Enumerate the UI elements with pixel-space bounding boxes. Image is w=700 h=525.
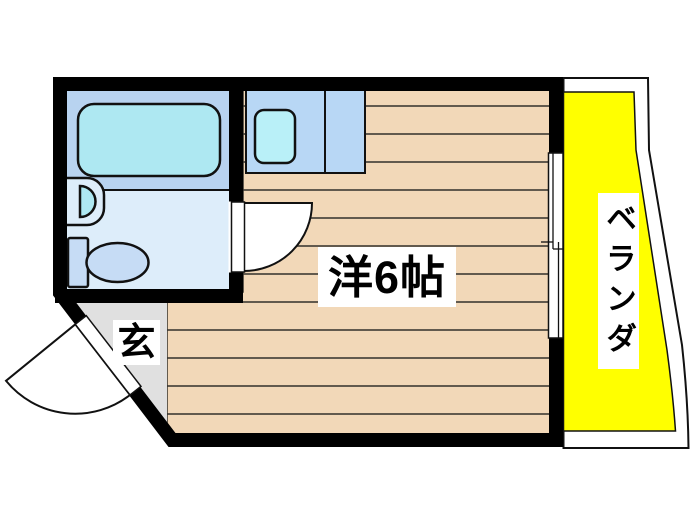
bathroom-door-swing bbox=[243, 202, 314, 273]
bathtub bbox=[76, 102, 222, 178]
entrance-label: 玄 bbox=[113, 320, 160, 365]
toilet-tank bbox=[66, 236, 90, 289]
main-room-label: 洋6帖 bbox=[318, 247, 456, 307]
kitchen-sink bbox=[253, 108, 297, 165]
bathroom-door bbox=[228, 201, 314, 273]
balcony-label: ベランダ bbox=[598, 193, 639, 369]
washbasin-bowl bbox=[78, 184, 97, 219]
bathroom-fixtures bbox=[62, 102, 222, 289]
toilet-bowl bbox=[85, 241, 150, 284]
bathroom-door-leaf bbox=[230, 201, 246, 273]
entrance-door bbox=[4, 314, 143, 415]
sliding-window bbox=[541, 152, 564, 339]
entrance-door-swing bbox=[4, 322, 132, 415]
kitchen-counter bbox=[245, 85, 366, 174]
outer-walls bbox=[53, 77, 563, 447]
